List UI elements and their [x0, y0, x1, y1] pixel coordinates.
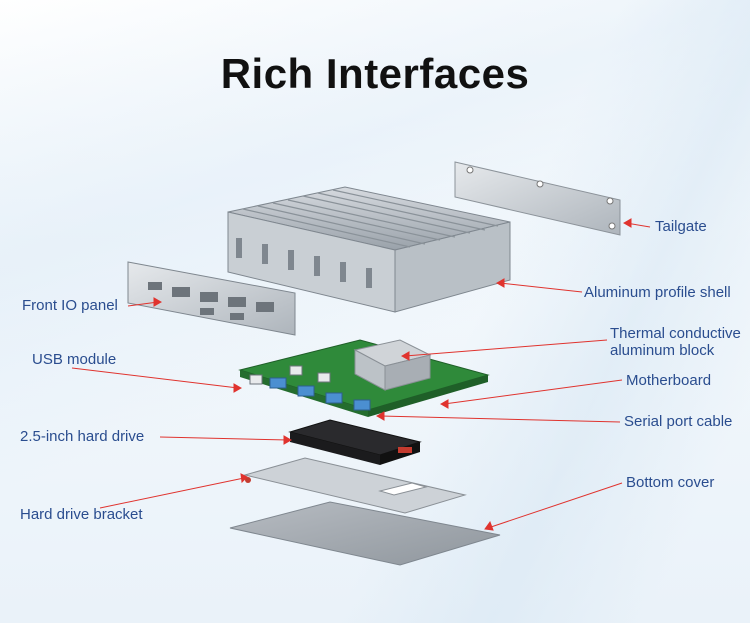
front-io-panel-part: [127, 261, 296, 336]
label-thermal-line1: Thermal conductive: [610, 325, 741, 342]
label-hard-drive-bracket: Hard drive bracket: [20, 506, 143, 523]
label-tailgate: Tailgate: [655, 218, 707, 235]
label-front-io-panel: Front IO panel: [22, 297, 118, 314]
bottom-cover-part: [229, 501, 501, 566]
label-serial-port-cable: Serial port cable: [624, 413, 733, 430]
hard-drive-part: [288, 419, 422, 465]
label-motherboard: Motherboard: [626, 372, 712, 389]
label-aluminum-profile-shell: Aluminum profile shell: [584, 284, 731, 301]
label-bottom-cover: Bottom cover: [626, 474, 715, 491]
motherboard-part: [238, 339, 490, 417]
label-hard-drive: 2.5-inch hard drive: [20, 428, 145, 445]
page-title: Rich Interfaces: [220, 50, 530, 97]
tailgate-part: [454, 161, 621, 236]
label-thermal-line2: aluminum block: [610, 342, 715, 359]
label-usb-module: USB module: [32, 351, 117, 368]
hard-drive-bracket-part: [243, 457, 467, 514]
aluminum-shell-part: [227, 186, 511, 313]
